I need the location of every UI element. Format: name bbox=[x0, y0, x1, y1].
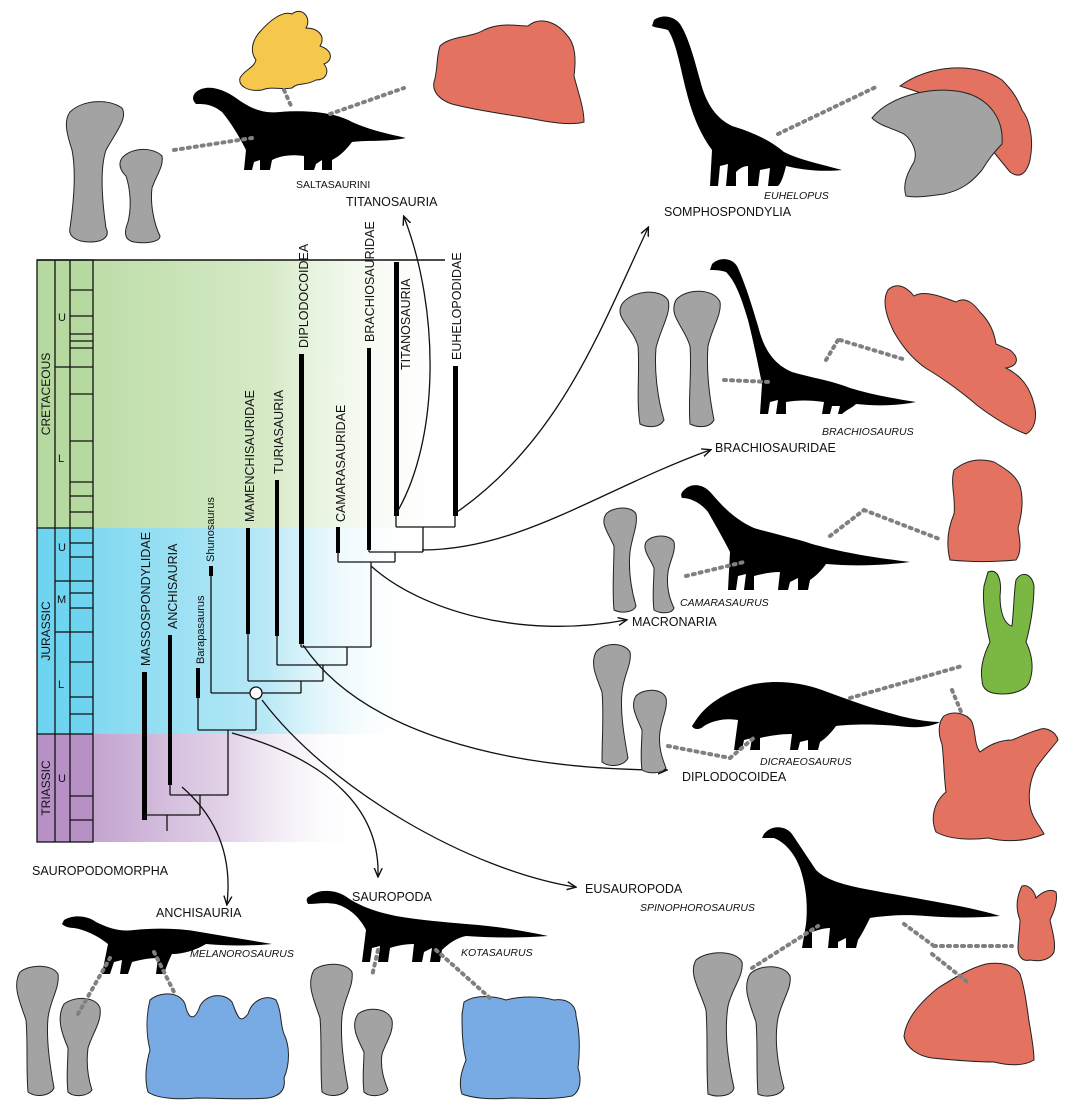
melanorosaurus-silhouette bbox=[62, 916, 272, 974]
triassic-label: TRIASSIC bbox=[39, 760, 53, 816]
diplodocoidea-lineage-label: DIPLODOCOIDEA bbox=[297, 243, 311, 348]
osteoderm-icon bbox=[240, 11, 331, 90]
jurassic-band bbox=[37, 528, 417, 734]
anchisauria-clade-label: ANCHISAURIA bbox=[156, 906, 242, 920]
ilium-icon bbox=[904, 963, 1034, 1064]
limb-bone-icon bbox=[674, 291, 720, 426]
anchisauria-bar bbox=[168, 635, 172, 785]
dicraeosaurus-silhouette bbox=[692, 682, 940, 750]
limb-bone-icon bbox=[747, 967, 791, 1096]
camarasauridae-label: CAMARASAURIDAE bbox=[334, 405, 348, 522]
sauropodomorpha-label: SAUROPODOMORPHA bbox=[32, 864, 169, 878]
saltasaurini-group bbox=[66, 11, 584, 242]
camarasaurus-label: CAMARASAURUS bbox=[680, 597, 769, 609]
eusauropoda-node bbox=[250, 687, 262, 699]
camarasaurus-group bbox=[604, 460, 1034, 694]
spinophorosaurus-silhouette bbox=[762, 827, 1000, 948]
barapasaurus-label: Barapasaurus bbox=[195, 595, 207, 664]
jurassic-label: JURASSIC bbox=[39, 601, 53, 661]
titanosauria-clade-label: TITANOSAURIA bbox=[346, 195, 438, 209]
vertebra-icon bbox=[1017, 886, 1056, 961]
limb-bone-icon bbox=[311, 964, 353, 1095]
ilium-icon bbox=[885, 286, 1035, 434]
sauropoda-label: SAUROPODA bbox=[352, 890, 433, 904]
mamenchisauridae-bar bbox=[246, 528, 250, 634]
euhelopus-group bbox=[652, 17, 1032, 197]
macronaria-label: MACRONARIA bbox=[632, 615, 717, 629]
eusauropoda-label: EUSAUROPODA bbox=[585, 882, 683, 896]
limb-bone-icon bbox=[17, 966, 59, 1095]
turiasauria-bar bbox=[275, 480, 279, 636]
somphospondylia-label: SOMPHOSPONDYLIA bbox=[664, 205, 792, 219]
euhelopodidae-label: EUHELOPODIDAE bbox=[450, 252, 464, 360]
camarasaurus-silhouette bbox=[681, 485, 910, 590]
limb-bone-icon bbox=[693, 953, 742, 1096]
anchisauria-lineage-label: ANCHISAURIA bbox=[166, 543, 180, 629]
limb-bone-icon bbox=[604, 508, 637, 612]
massospondylidae-bar bbox=[142, 672, 147, 820]
melanorosaurus-group bbox=[17, 916, 289, 1099]
jurassic-middle-label: M bbox=[57, 594, 66, 606]
saltasaurini-label: SALTASAURINI bbox=[296, 179, 370, 191]
camarasauridae-bar bbox=[336, 527, 340, 553]
limb-bone-icon bbox=[594, 645, 631, 766]
cretaceous-label: CRETACEOUS bbox=[39, 353, 53, 435]
vertebra-icon bbox=[460, 997, 580, 1099]
brachiosauridae-clade-label: BRACHIOSAURIDAE bbox=[715, 441, 836, 455]
kotasaurus-group bbox=[307, 891, 580, 1099]
triassic-upper-label: U bbox=[58, 773, 66, 785]
somphospondylia-arrow bbox=[457, 228, 648, 512]
brachiosaurus-silhouette bbox=[710, 259, 916, 414]
turiasauria-lineage-label: TURIASAURIA bbox=[272, 389, 286, 474]
ilium-icon bbox=[948, 460, 1022, 561]
limb-bone-icon bbox=[355, 1009, 393, 1095]
kotasaurus-label: KOTASAURUS bbox=[461, 947, 533, 959]
jurassic-lower-label: L bbox=[58, 679, 64, 691]
dicraeosaurus-label: DICRAEOSAURUS bbox=[760, 756, 852, 768]
melanorosaurus-label: MELANOROSAURUS bbox=[190, 948, 294, 960]
euhelopus-label: EUHELOPUS bbox=[764, 190, 829, 202]
diplodocoidea-bar bbox=[299, 354, 304, 644]
massospondylidae-label: MASSOSPONDYLIDAE bbox=[139, 532, 153, 666]
limb-bone-icon bbox=[620, 292, 669, 427]
brachiosaurus-group bbox=[620, 259, 1036, 434]
vertebra-icon bbox=[981, 571, 1034, 694]
euhelopodidae-bar bbox=[453, 366, 458, 516]
limb-bone-icon bbox=[634, 690, 667, 773]
cretaceous-lower-label: L bbox=[58, 453, 64, 465]
cretaceous-upper-label: U bbox=[58, 312, 66, 324]
mamenchisauridae-label: MAMENCHISAURIDAE bbox=[243, 390, 257, 522]
brachiosauridae-bar bbox=[367, 348, 371, 550]
saltasaurini-silhouette bbox=[193, 88, 406, 170]
coracoid-bone-icon bbox=[872, 90, 1002, 197]
euhelopus-silhouette bbox=[652, 17, 842, 186]
shunosaurus-bar bbox=[209, 566, 213, 576]
barapasaurus-bar bbox=[196, 668, 200, 698]
limb-bone-icon bbox=[66, 102, 123, 242]
vertebra-icon bbox=[146, 994, 289, 1099]
brachiosaurus-label: BRACHIOSAURUS bbox=[822, 426, 914, 438]
shunosaurus-label: Shunosaurus bbox=[205, 497, 217, 562]
titanosauria-lineage-label: TITANOSAURIA bbox=[399, 278, 413, 370]
ilium-icon bbox=[434, 21, 584, 124]
spinophorosaurus-group bbox=[693, 827, 1056, 1096]
brachiosauridae-lineage-label: BRACHIOSAURIDAE bbox=[363, 221, 377, 342]
limb-bone-icon bbox=[645, 536, 674, 613]
brachiosauridae-arrow bbox=[422, 450, 710, 550]
spinophorosaurus-label: SPINOPHOROSAURUS bbox=[640, 902, 755, 914]
jurassic-upper-label: U bbox=[58, 542, 66, 554]
limb-bone-icon bbox=[120, 149, 162, 242]
vertebra-icon bbox=[933, 713, 1058, 841]
diplodocoidea-clade-label: DIPLODOCOIDEA bbox=[682, 770, 787, 784]
